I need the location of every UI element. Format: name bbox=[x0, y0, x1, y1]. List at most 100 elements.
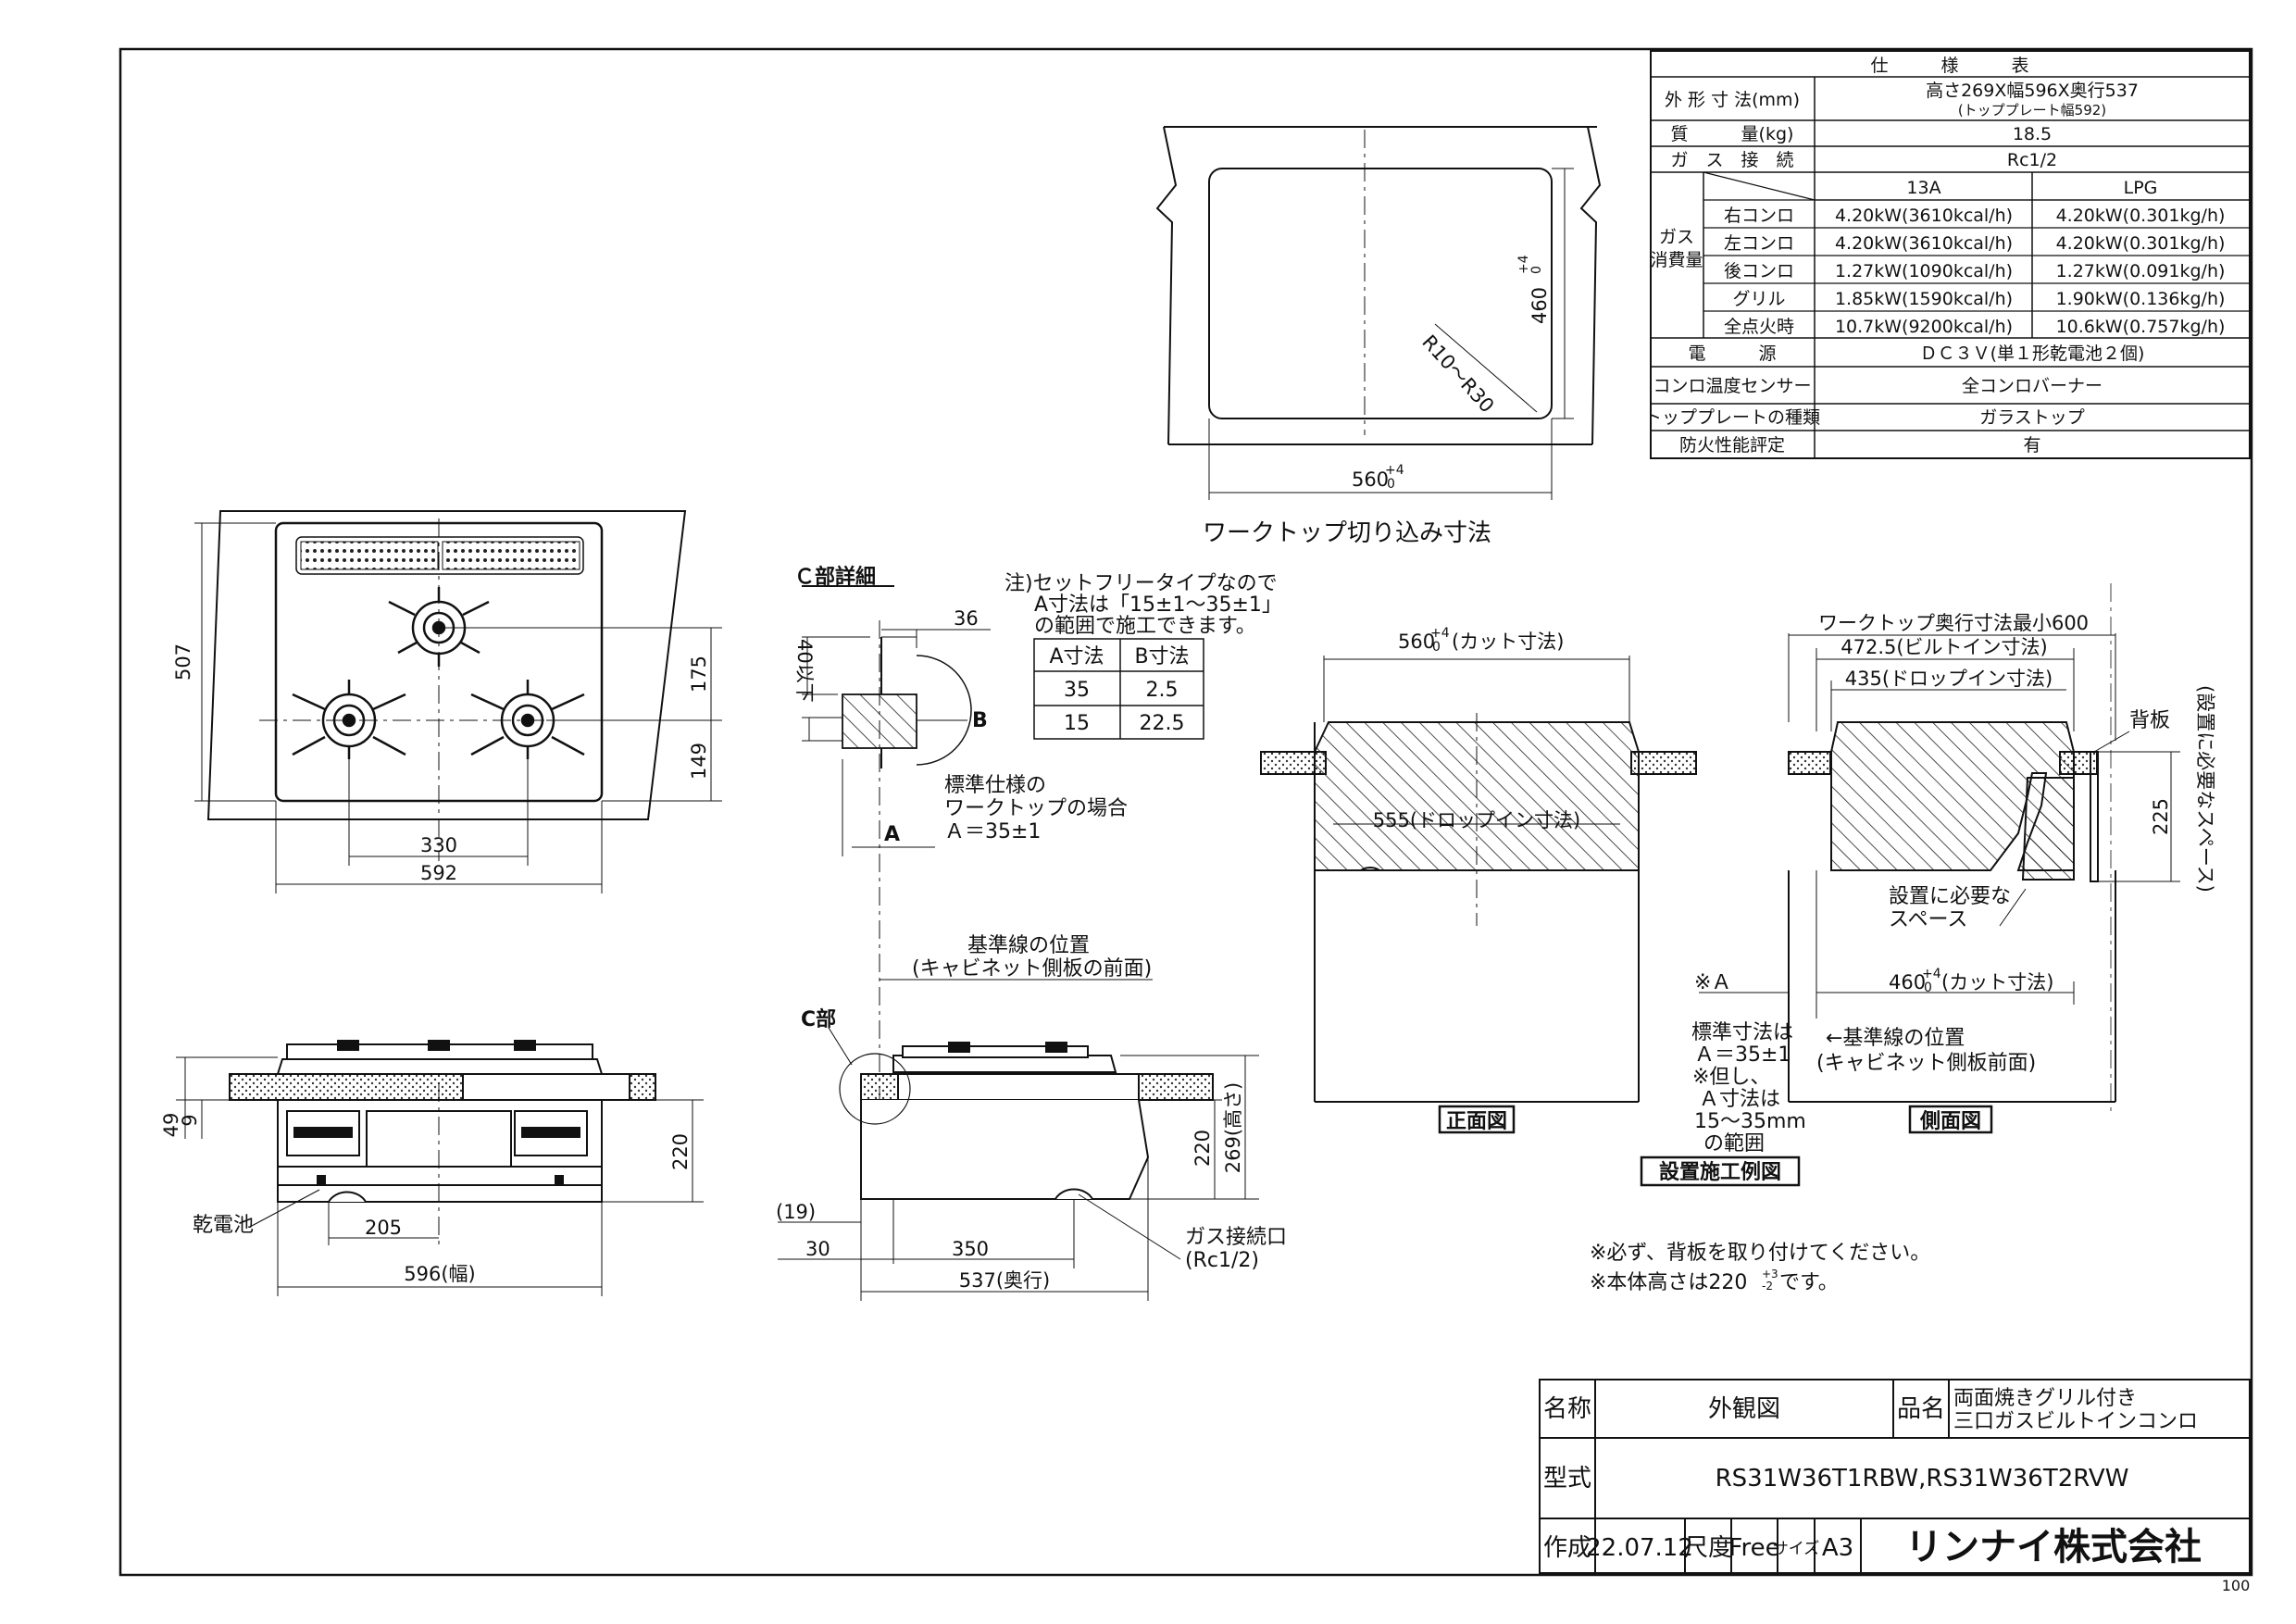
top-view-dims: 507 175 149 330 592 bbox=[172, 643, 710, 884]
install-dim-600: ワークトップ奥行寸法最小600 bbox=[1818, 612, 2089, 634]
gas-row-name: 後コンロ bbox=[1724, 261, 1794, 281]
cutout-width-tol: +4 bbox=[1385, 463, 1404, 478]
dim-40: 40以下 bbox=[793, 639, 816, 703]
install-dim-435: 435(ドロップイン寸法) bbox=[1845, 668, 2053, 690]
dim-205: 205 bbox=[365, 1217, 402, 1239]
front-view-dims: 49 9 220 205 596(幅) 乾電池 bbox=[160, 1113, 692, 1285]
gas-row-lpg: 10.6kW(0.757kg/h) bbox=[2056, 317, 2226, 337]
std-line: 標準仕様の bbox=[944, 774, 1046, 797]
page-number: 100 bbox=[2222, 1577, 2251, 1594]
install-dim-560-tol0: 0 bbox=[1432, 640, 1441, 655]
c-part-label: C部 bbox=[801, 1007, 836, 1031]
sheet-border bbox=[119, 47, 2253, 1577]
side-view-labels: C部 269(高さ) 220 (19) 30 350 537(奥行) ガス接続口… bbox=[776, 1007, 1287, 1292]
spec-value-fire: 有 bbox=[2023, 435, 2040, 456]
ab-header: B寸法 bbox=[1134, 645, 1189, 668]
gas-row-lpg: 4.20kW(0.301kg/h) bbox=[2056, 233, 2226, 254]
drawing-name: 外観図 bbox=[1708, 1395, 1780, 1423]
title-block bbox=[1539, 1379, 2251, 1574]
base-line-label-side: (キャビネット側板前面) bbox=[1816, 1052, 2036, 1075]
install-std-line: 15～35mm bbox=[1694, 1110, 1806, 1133]
spec-value-mass: 18.5 bbox=[2013, 124, 2052, 144]
dim-507: 507 bbox=[172, 643, 194, 681]
scale-label: 尺度 bbox=[1684, 1534, 1732, 1562]
install-dim-225: 225 bbox=[2150, 798, 2172, 835]
worktop-cutout-view bbox=[1155, 126, 1602, 500]
front-view-label: 正面図 bbox=[1446, 1110, 1507, 1133]
gas-port-label-2: (Rc1/2) bbox=[1185, 1249, 1259, 1272]
install-front-view bbox=[1260, 656, 1697, 1134]
product-name-1: 両面焼きグリル付き bbox=[1953, 1387, 2137, 1410]
c-detail-labels: Ｃ部詳細 36 40以下 B A 標準仕様の ワークトップの場合 Ａ＝35±1 … bbox=[793, 565, 1152, 981]
gas-col-13a: 13A bbox=[1906, 178, 1940, 198]
footnote-height-tol-minus: -2 bbox=[1762, 1280, 1773, 1293]
gas-row-lpg: 1.27kW(0.091kg/h) bbox=[2056, 261, 2226, 281]
spec-value-size: 高さ269X幅596X奥行537 bbox=[1926, 81, 2139, 101]
spec-label-fire: 防火性能評定 bbox=[1679, 435, 1785, 456]
dim-596: 596(幅) bbox=[404, 1263, 475, 1285]
c-detail-view bbox=[802, 585, 1153, 1167]
ab-cell: 35 bbox=[1064, 679, 1090, 702]
side-view-label: 側面図 bbox=[1919, 1110, 1981, 1133]
dim-269: 269(高さ) bbox=[1222, 1082, 1244, 1173]
gas-col-lpg: LPG bbox=[2124, 178, 2158, 198]
spec-label-mass: 質 量(kg) bbox=[1671, 124, 1794, 144]
label-a: A bbox=[884, 823, 900, 846]
cutout-title: ワークトップ切り込み寸法 bbox=[1203, 519, 1491, 547]
gas-row-name: 右コンロ bbox=[1724, 206, 1794, 226]
base-line-label: (キャビネット側板の前面) bbox=[912, 957, 1152, 981]
side-view bbox=[778, 1027, 1259, 1301]
ab-cell: 2.5 bbox=[1146, 679, 1179, 702]
install-std-line: Ａ＝35±1 bbox=[1694, 1043, 1791, 1067]
spec-value-power: ＤＣ３Ｖ(単１形乾電池２個) bbox=[1920, 344, 2145, 364]
spec-value-gas: Rc1/2 bbox=[2007, 150, 2057, 170]
spec-table bbox=[1650, 50, 2251, 459]
gas-row-13a: 4.20kW(3610kcal/h) bbox=[1835, 233, 2013, 254]
gas-row-13a: 1.27kW(1090kcal/h) bbox=[1835, 261, 2013, 281]
spec-label-gas: ガ ス 接 続 bbox=[1670, 150, 1793, 170]
install-std-line: Ａ寸法は bbox=[1699, 1088, 1780, 1111]
dim-220-side: 220 bbox=[1192, 1130, 1214, 1167]
dim-592: 592 bbox=[420, 862, 457, 884]
install-dim-472: 472.5(ビルトイン寸法) bbox=[1841, 636, 2048, 658]
gas-row-13a: 10.7kW(9200kcal/h) bbox=[1835, 317, 2013, 337]
title-block-text: 名称 外観図 品名 両面焼きグリル付き 三口ガスビルトインコンロ 型式 RS31… bbox=[1543, 1387, 2202, 1568]
std-line: ワークトップの場合 bbox=[944, 797, 1128, 820]
cutout-width-tol0: 0 bbox=[1387, 477, 1395, 492]
spec-label-plate: トッププレートの種類 bbox=[1644, 407, 1820, 428]
gas-row-lpg: 1.90kW(0.136kg/h) bbox=[2056, 289, 2226, 309]
gas-row-lpg: 4.20kW(0.301kg/h) bbox=[2056, 206, 2226, 226]
install-dim-555: 555(ドロップイン寸法) bbox=[1373, 809, 1580, 831]
install-dim-560: 560 bbox=[1398, 631, 1435, 653]
made-date: 22.07.12 bbox=[1586, 1534, 1693, 1562]
ab-cell: 15 bbox=[1064, 712, 1090, 735]
install-dim-560-tol: +4 bbox=[1430, 626, 1450, 641]
ab-cell: 22.5 bbox=[1140, 712, 1185, 735]
spec-label-power: 電 源 bbox=[1688, 344, 1776, 364]
spec-header: 仕 様 表 bbox=[1870, 56, 2028, 76]
install-side-view bbox=[1699, 583, 2180, 1134]
install-example-title: 設置施工例図 bbox=[1659, 1160, 1781, 1184]
cutout-depth-dim: 460 bbox=[1529, 287, 1551, 324]
spec-value-sensor: 全コンロバーナー bbox=[1962, 376, 2103, 396]
size-value: A3 bbox=[1822, 1534, 1853, 1562]
note-block: 注)セットフリータイプなので A寸法は「15±1～35±1」 の範囲で施工できま… bbox=[1004, 572, 1282, 740]
product-name-2: 三口ガスビルトインコンロ bbox=[1953, 1410, 2198, 1433]
cutout-depth-tol0: 0 bbox=[1529, 266, 1544, 274]
front-view bbox=[176, 1040, 704, 1296]
install-dim-460-tol0: 0 bbox=[1924, 981, 1932, 995]
gas-row-name: グリル bbox=[1732, 289, 1785, 309]
cutout-depth-tol: +4 bbox=[1516, 255, 1531, 274]
install-std-line: の範囲 bbox=[1703, 1132, 1765, 1156]
label-b: B bbox=[972, 709, 988, 732]
install-cut-label: (カット寸法) bbox=[1452, 631, 1564, 653]
gas-consumption-label-2: 消費量 bbox=[1650, 250, 1703, 270]
install-front-labels: 560 +4 0 (カット寸法) 555(ドロップイン寸法) 正面図 bbox=[1373, 626, 1580, 1133]
gas-row-name: 左コンロ bbox=[1724, 233, 1794, 254]
c-detail-title: Ｃ部詳細 bbox=[794, 565, 876, 589]
dim-175: 175 bbox=[688, 656, 710, 693]
base-line-label-side: ←基準線の位置 bbox=[1826, 1027, 1965, 1050]
battery-label: 乾電池 bbox=[193, 1214, 254, 1237]
spec-label-sensor: コンロ温度センサー bbox=[1653, 376, 1811, 396]
